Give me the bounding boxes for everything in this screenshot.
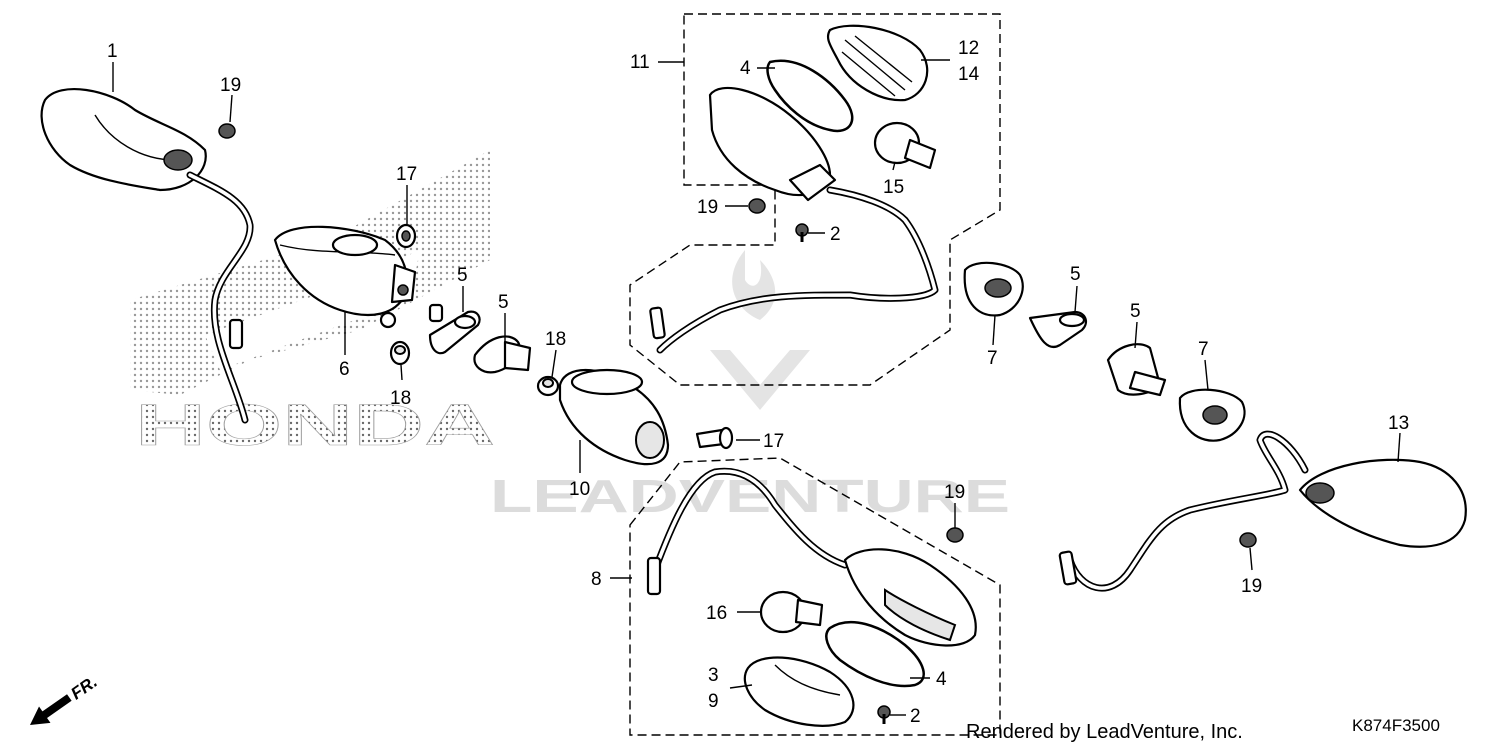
collar-5-a — [428, 303, 481, 355]
callout-7-b: 7 — [1198, 339, 1209, 360]
callout-5-d: 5 — [1130, 301, 1141, 322]
callout-3: 3 — [708, 665, 719, 686]
callout-13: 13 — [1388, 413, 1409, 434]
callout-4-a: 4 — [740, 58, 751, 79]
bolt-17-left — [395, 223, 417, 249]
screw-2-upper — [795, 223, 809, 242]
callout-17-a: 17 — [396, 164, 417, 185]
front-label: FR. — [67, 672, 100, 703]
screw-19-c — [946, 527, 964, 543]
honda-logo: HONDA — [130, 150, 495, 458]
callout-18-b: 18 — [545, 329, 566, 350]
group-box-front-winker — [629, 457, 1001, 736]
lens-12-14 — [826, 24, 929, 102]
lens-3-9 — [743, 656, 855, 727]
footer-credit: Rendered by LeadVenture, Inc. — [966, 721, 1243, 743]
callout-5-b: 5 — [498, 292, 509, 313]
callout-7-a: 7 — [987, 348, 998, 369]
callout-labels: 1 19 17 6 18 5 5 18 10 17 11 4 12 14 15 … — [107, 38, 1409, 727]
callout-11: 11 — [630, 52, 650, 73]
grommet-7-upper — [963, 261, 1024, 317]
callout-14: 14 — [958, 64, 980, 85]
callout-5-c: 5 — [1070, 264, 1081, 285]
nut-18-left — [389, 340, 411, 366]
screw-19-d — [1239, 532, 1257, 548]
group-box-rear-right-winker — [629, 13, 1001, 386]
collar-5-b — [473, 335, 532, 374]
left-winker-assembly — [40, 88, 254, 424]
gasket-4-lower — [825, 620, 925, 688]
callout-19-a: 19 — [220, 75, 241, 96]
callout-1: 1 — [107, 41, 118, 62]
grommet-7-lower — [1178, 388, 1246, 442]
callout-9: 9 — [708, 691, 719, 712]
diagram-code: K874F3500 — [1352, 716, 1440, 735]
gasket-4-upper — [766, 59, 854, 133]
screw-19-a — [218, 123, 236, 139]
bulb-15 — [873, 121, 937, 170]
callout-19-b: 19 — [697, 197, 718, 218]
right-winker-assembly — [1058, 430, 1467, 592]
callout-8: 8 — [591, 569, 602, 590]
callout-15: 15 — [883, 177, 904, 198]
callout-19-d: 19 — [1241, 576, 1262, 597]
callout-10: 10 — [569, 479, 590, 500]
bulb-16 — [759, 590, 824, 634]
front-direction-marker: FR. — [30, 672, 101, 725]
callout-19-c: 19 — [944, 482, 965, 503]
winker-holder-left — [273, 225, 417, 329]
front-arrow-icon — [30, 694, 72, 725]
bolt-17-center — [695, 426, 734, 450]
callout-16: 16 — [706, 603, 727, 624]
callout-6: 6 — [339, 359, 350, 380]
callout-5-a: 5 — [457, 265, 468, 286]
callout-2-b: 2 — [910, 706, 921, 727]
nut-18-center — [536, 375, 560, 397]
screw-2-lower — [877, 705, 891, 724]
honda-logo-text: HONDA — [135, 393, 495, 458]
holder-10 — [558, 368, 670, 466]
callout-4-b: 4 — [936, 669, 947, 690]
front-winker — [646, 467, 977, 647]
callout-12: 12 — [958, 38, 979, 59]
leader-lines — [112, 59, 1401, 716]
screw-19-b — [748, 198, 766, 214]
callout-18-a: 18 — [390, 388, 411, 409]
collar-5-d — [1106, 343, 1167, 397]
callout-2-a: 2 — [830, 224, 841, 245]
rear-right-winker — [649, 86, 939, 354]
callout-17-b: 17 — [763, 431, 784, 452]
collar-5-c — [1028, 310, 1088, 348]
